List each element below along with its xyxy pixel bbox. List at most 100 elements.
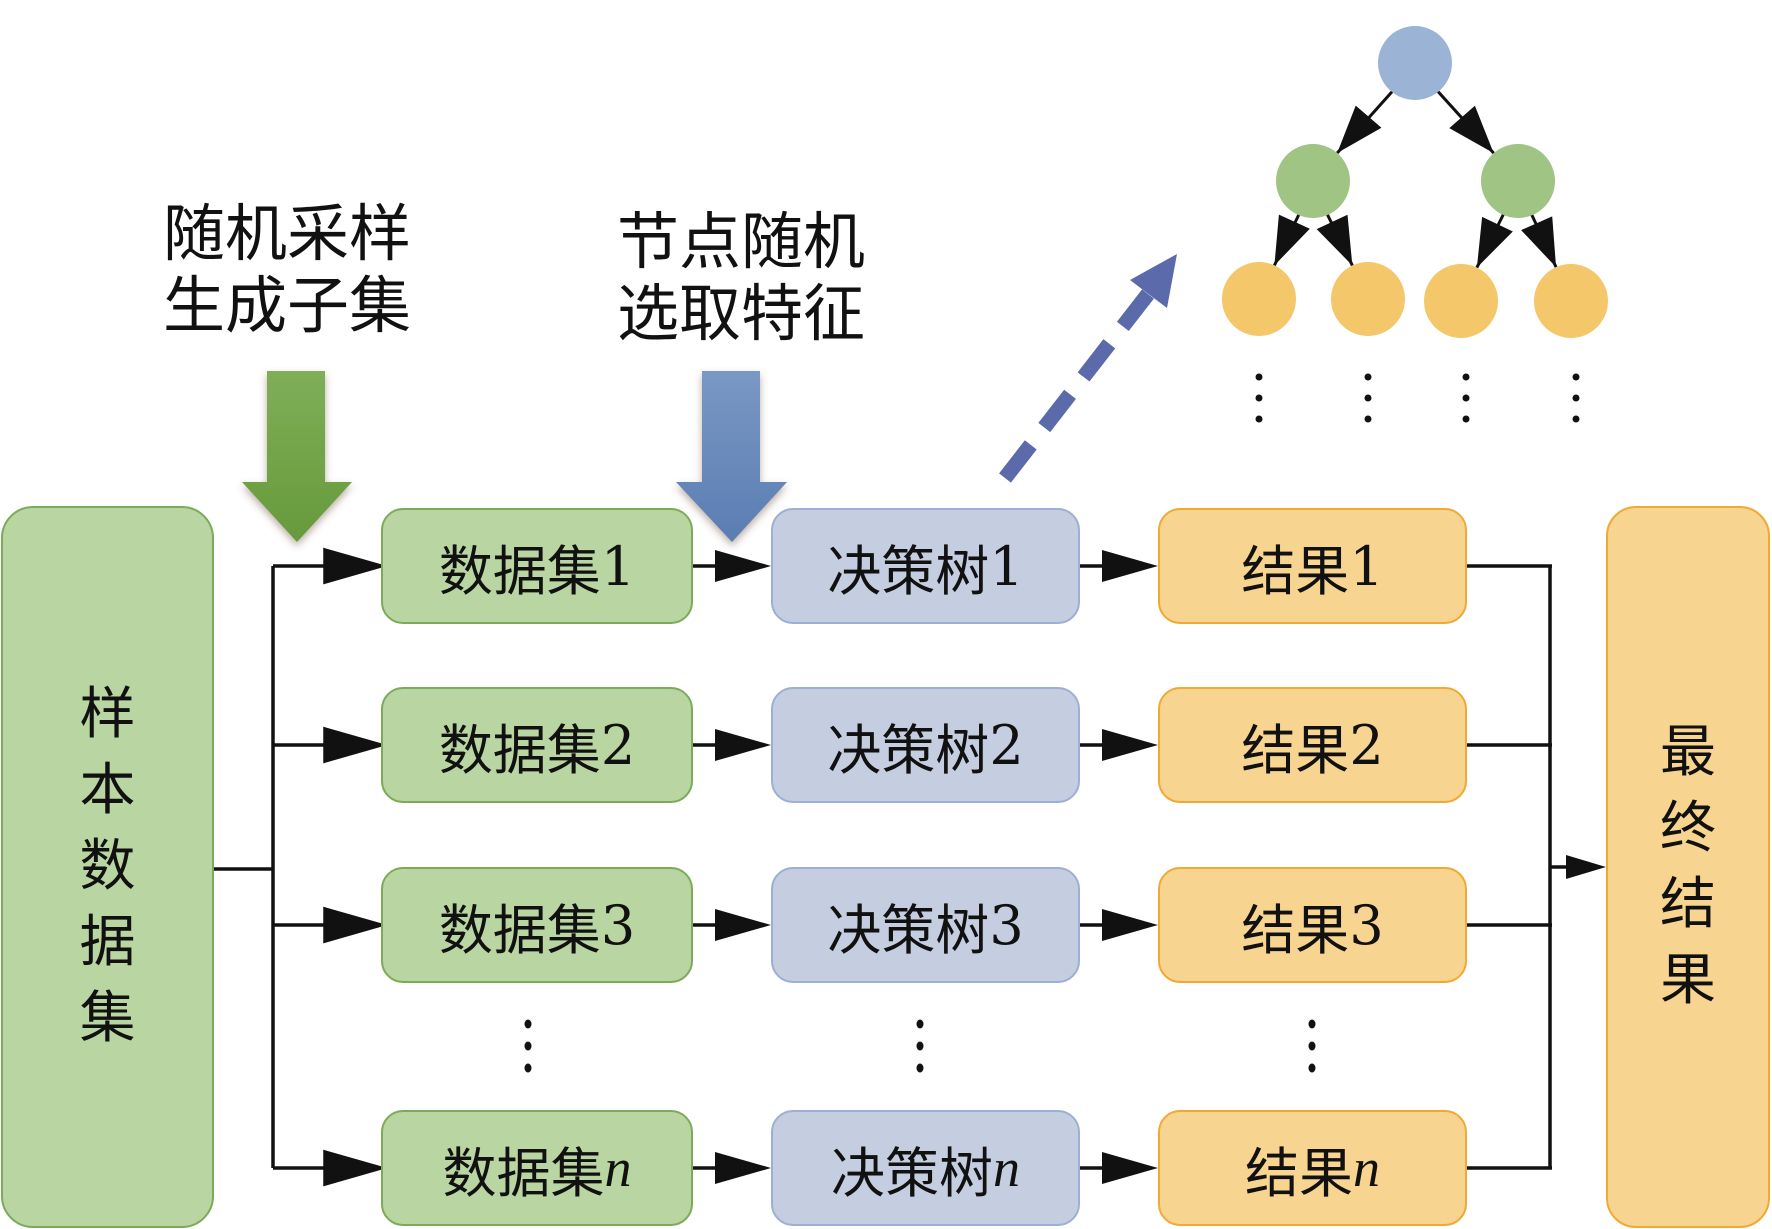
final-box-char: 终 [1660, 795, 1716, 861]
tree-illustration [1222, 26, 1608, 423]
decision-tree-box-index: 3 [989, 893, 1024, 957]
tree-leaf-node [1534, 264, 1608, 338]
dataset-box-index: 3 [600, 893, 636, 957]
feature-label-line: 选取特征 [617, 277, 866, 350]
dataset-box-label: 数据集 [438, 898, 601, 962]
tree-continuation-dot [1255, 394, 1263, 402]
dataset-to-tree-arrow [693, 1152, 771, 1184]
tree-edge-arrow [1435, 89, 1495, 155]
tree-root-node [1378, 26, 1452, 100]
decision-tree-box-label: 决策树 [827, 539, 990, 603]
dataset-box-label: 数据集 [438, 718, 601, 782]
tree-continuation-dot [1572, 373, 1580, 381]
ellipsis-dot [916, 1041, 924, 1051]
dataset-box-index: 1 [600, 534, 636, 598]
tree-edge-arrow [1336, 89, 1395, 155]
final-result-box: 最终结果 [1606, 506, 1770, 1228]
dataset-to-tree-arrow [693, 729, 771, 761]
split-arrow [273, 726, 388, 764]
decision-tree-box-label: 决策树 [831, 1141, 993, 1205]
ellipsis-dot [524, 1041, 532, 1051]
ellipsis-dot [916, 1019, 924, 1029]
final-box-char: 果 [1660, 948, 1716, 1014]
result-box-label: 结果 [1241, 898, 1350, 962]
dataset-box-index: 2 [600, 713, 636, 777]
tree-continuation-dot [1255, 373, 1263, 381]
decision-tree-box-index: 1 [989, 534, 1024, 598]
sampling-label-line: 生成子集 [163, 269, 412, 342]
tree-edge-arrow [1273, 213, 1310, 267]
tree-internal-node [1481, 144, 1555, 218]
ellipsis-dot [916, 1063, 924, 1073]
decision-tree-box-index: 2 [989, 713, 1024, 777]
result-box-label: 结果 [1241, 718, 1350, 782]
dataset-box-index: n [604, 1138, 632, 1198]
result-box-label: 结果 [1241, 539, 1350, 603]
tree-continuation-dot [1572, 415, 1580, 423]
ellipsis-dot [524, 1019, 532, 1029]
tree-internal-node [1276, 144, 1350, 218]
final-box-char: 最 [1660, 719, 1716, 785]
result-box-index: 3 [1349, 893, 1384, 957]
tree-continuation-dot [1462, 373, 1470, 381]
sample-box-char: 数 [79, 833, 136, 899]
tree-leaf-node [1222, 262, 1296, 336]
ellipsis-dot [524, 1063, 532, 1073]
split-arrow [273, 906, 388, 944]
dashed-arrow-icon [999, 254, 1177, 483]
tree-to-result-arrow [1080, 1152, 1158, 1184]
sample-box-char: 本 [79, 757, 136, 823]
result-box-index: n [1353, 1138, 1380, 1198]
decision-tree-box-index: n [993, 1138, 1020, 1198]
tree-continuation-dot [1364, 415, 1372, 423]
sampling-label-line: 随机采样 [163, 197, 412, 270]
ellipsis-dot [1308, 1063, 1316, 1073]
dataset-box-label: 数据集 [438, 539, 601, 603]
ellipsis-dot [1308, 1041, 1316, 1051]
split-arrow [273, 547, 388, 585]
final-arrow [1550, 855, 1606, 879]
sample-dataset-box: 样本数据集 [1, 506, 214, 1228]
dataset-to-tree-arrow [693, 550, 771, 582]
split-connector [213, 566, 275, 1168]
tree-continuation-dot [1255, 415, 1263, 423]
tree-edge-arrow [1475, 213, 1513, 269]
dataset-to-tree-arrow [693, 909, 771, 941]
result-box-index: 2 [1349, 713, 1384, 777]
tree-leaf-node [1331, 262, 1405, 336]
ellipsis-dot [1308, 1019, 1316, 1029]
sample-box-char: 据 [79, 910, 136, 976]
sample-box-char: 样 [79, 681, 136, 747]
sample-box-char: 集 [79, 986, 136, 1052]
final-box-char: 结 [1660, 872, 1716, 937]
tree-to-result-arrow [1080, 550, 1158, 582]
decision-tree-box-label: 决策树 [827, 898, 990, 962]
feature-label: 节点随机 选取特征 [617, 206, 865, 350]
tree-to-result-arrow [1080, 729, 1158, 761]
tree-continuation-dot [1572, 394, 1580, 402]
result-box-index: 1 [1349, 534, 1384, 598]
sampling-label: 随机采样 生成子集 [163, 198, 411, 342]
feature-label-line: 节点随机 [617, 205, 866, 278]
tree-edge-arrow [1316, 213, 1354, 267]
tree-edge-arrow [1521, 213, 1558, 268]
sampling-arrow-icon [242, 371, 352, 542]
tree-continuation-dot [1462, 394, 1470, 402]
tree-continuation-dot [1364, 394, 1372, 402]
split-arrow [273, 1149, 388, 1187]
feature-arrow-icon [676, 371, 787, 542]
dataset-box-label: 数据集 [442, 1141, 605, 1205]
tree-to-result-arrow [1080, 909, 1158, 941]
